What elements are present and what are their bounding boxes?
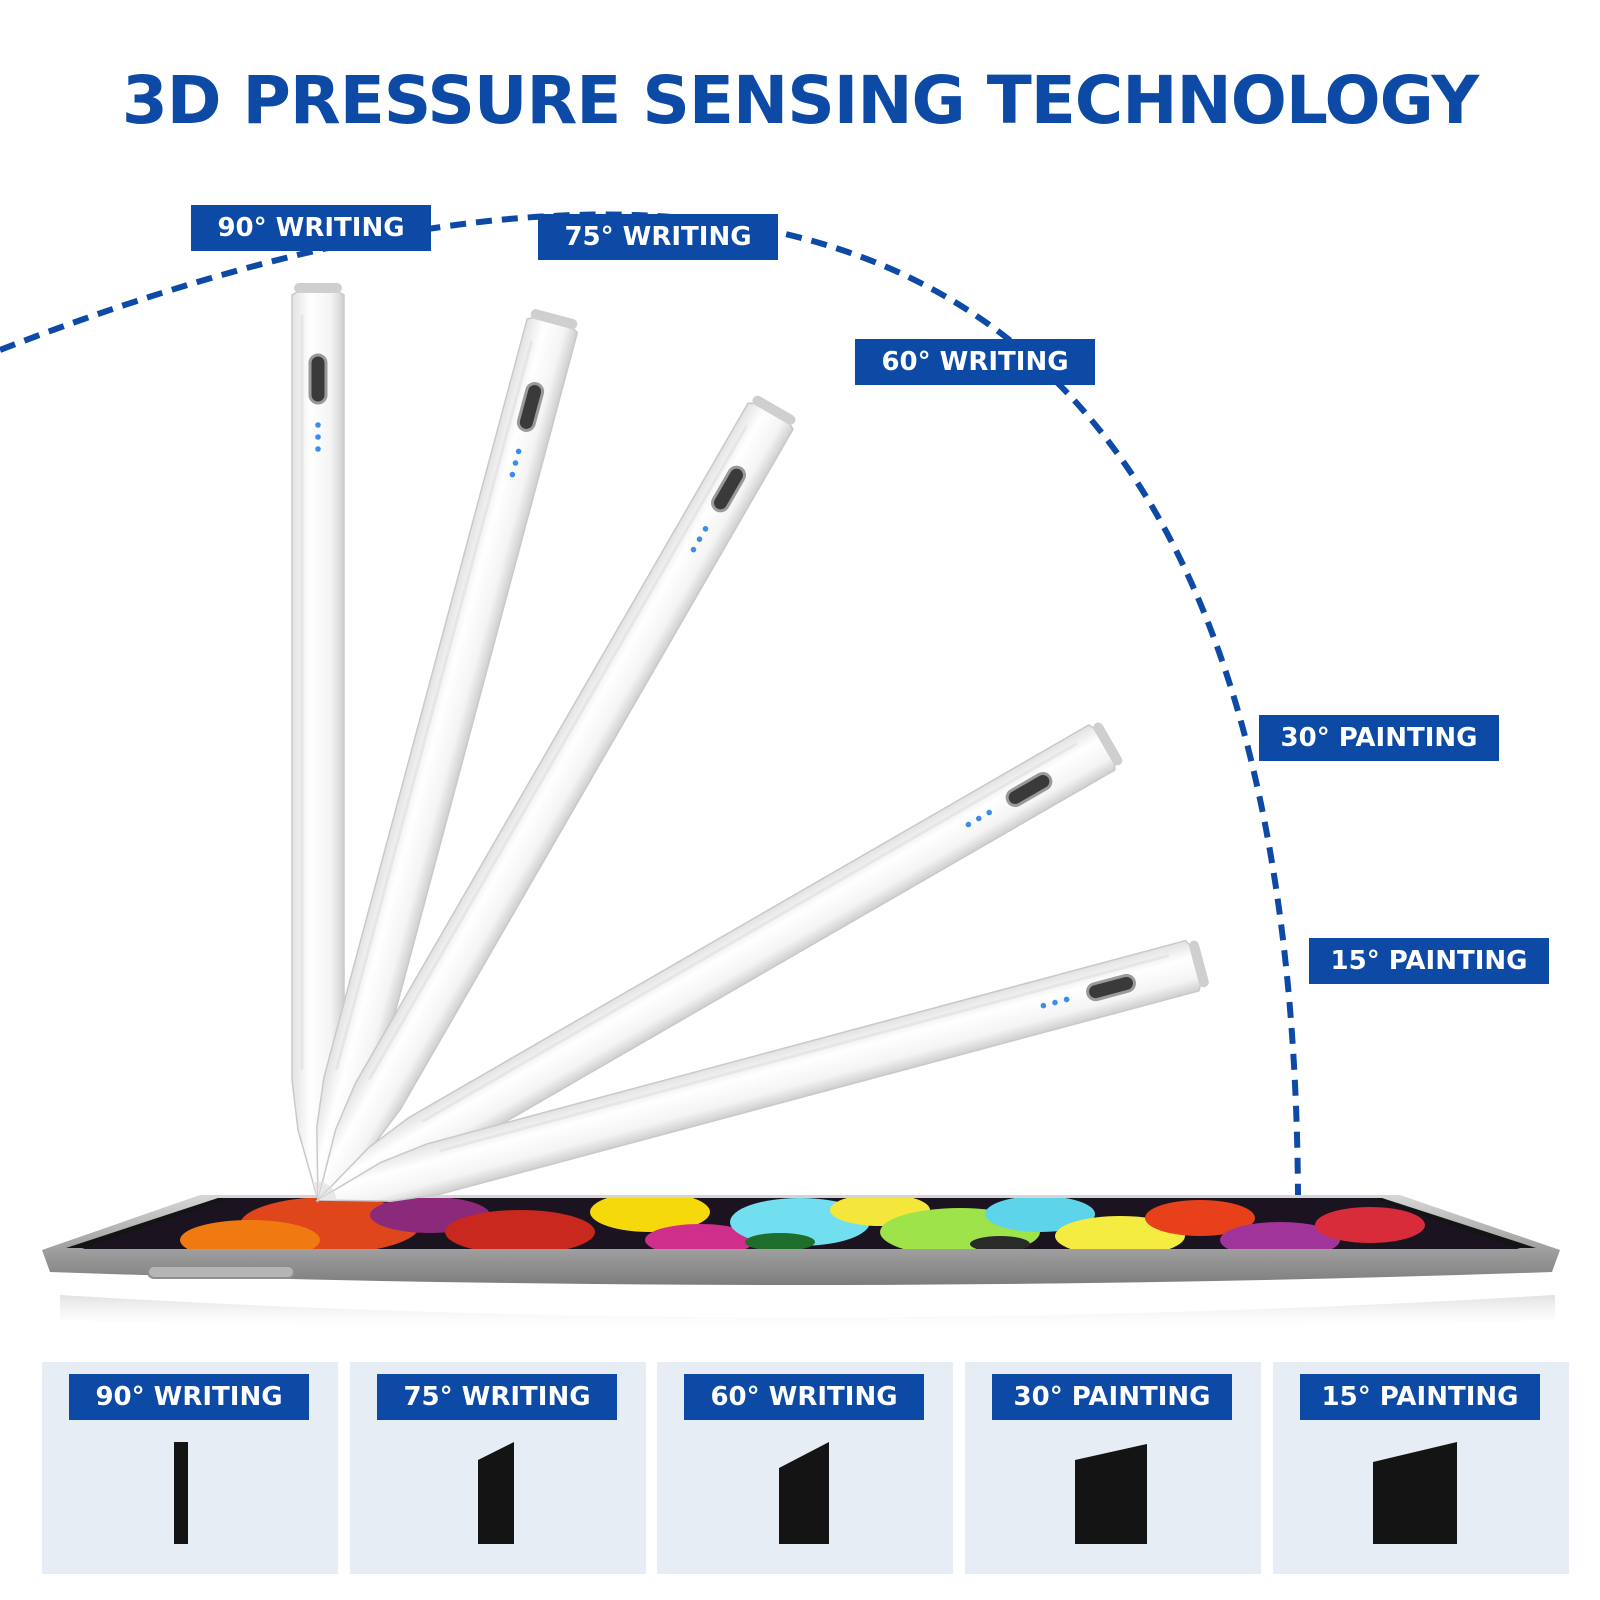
tip-contact-shape xyxy=(478,1442,514,1544)
tip-contact-shape-90 xyxy=(174,1442,188,1544)
stylus-group xyxy=(291,283,1209,1203)
panel-label: 30° PAINTING xyxy=(992,1374,1232,1420)
angle-panel-75: 75° WRITING xyxy=(350,1362,646,1574)
indicator-led-icon xyxy=(1063,996,1070,1003)
tablet-screen-artwork xyxy=(82,1198,1520,1249)
angle-panel-90: 90° WRITING xyxy=(42,1362,338,1574)
tip-contact-shape-15 xyxy=(1373,1442,1457,1544)
indicator-led-icon xyxy=(702,526,709,532)
indicator-led-icon xyxy=(1040,1002,1047,1009)
panel-label: 15° PAINTING xyxy=(1300,1374,1540,1420)
stylus-tip xyxy=(318,1190,337,1201)
panel-label: 90° WRITING xyxy=(69,1374,309,1420)
angle-panel-30: 30° PAINTING xyxy=(965,1362,1261,1574)
stylus-edge-highlight xyxy=(439,954,1170,1153)
usb-c-port-icon xyxy=(1086,973,1136,1002)
stylus-edge-highlight xyxy=(334,340,534,1071)
indicator-led-icon xyxy=(696,536,703,543)
usb-c-port-icon xyxy=(711,465,746,513)
stylus-edge-highlight xyxy=(421,742,1078,1123)
tip-contact-shape-75 xyxy=(478,1442,514,1544)
indicator-led-icon xyxy=(965,821,972,828)
stylus-75 xyxy=(316,309,579,1203)
arc-label-15: 15° PAINTING xyxy=(1309,938,1549,984)
indicator-led-icon xyxy=(315,434,321,440)
indicator-led-icon xyxy=(515,448,522,455)
tablet-volume-button xyxy=(147,1265,295,1279)
usb-c-port-icon xyxy=(516,382,545,432)
stylus-cap xyxy=(530,309,578,329)
indicator-led-icon xyxy=(1052,999,1058,1006)
indicator-led-icon xyxy=(315,446,321,452)
usb-c-port-icon xyxy=(1005,772,1053,807)
indicator-led-icon xyxy=(986,809,992,816)
tip-contact-shape xyxy=(1373,1442,1457,1544)
indicator-led-icon xyxy=(975,815,982,822)
panel-label: 60° WRITING xyxy=(684,1374,924,1420)
indicator-led-icon xyxy=(690,546,697,553)
arc-label-30: 30° PAINTING xyxy=(1259,715,1499,761)
angle-panel-60: 60° WRITING xyxy=(657,1362,953,1574)
stylus-30 xyxy=(315,722,1123,1202)
indicator-led-icon xyxy=(509,471,516,478)
usb-c-port-icon xyxy=(308,353,328,405)
arc-label-75: 75° WRITING xyxy=(538,214,778,260)
angle-arc xyxy=(0,211,1301,1196)
stylus-60 xyxy=(316,395,796,1203)
tip-contact-shape xyxy=(1075,1444,1147,1544)
stylus-cap xyxy=(1093,722,1123,766)
stylus-angle-illustration xyxy=(0,211,1560,1333)
stylus-90 xyxy=(291,283,345,1203)
tip-contact-shape-60 xyxy=(779,1442,829,1544)
stylus-cap xyxy=(752,395,796,425)
stylus-15 xyxy=(315,939,1209,1202)
tip-contact-shape xyxy=(174,1442,188,1544)
indicator-led-icon xyxy=(512,460,519,466)
page-title: 3D PRESSURE SENSING TECHNOLOGY xyxy=(121,62,1479,139)
stylus-cap xyxy=(1189,940,1209,988)
angle-panel-15: 15° PAINTING xyxy=(1273,1362,1569,1574)
arc-label-60: 60° WRITING xyxy=(855,339,1095,385)
stylus-edge-highlight xyxy=(367,424,748,1081)
panel-label: 75° WRITING xyxy=(377,1374,617,1420)
stylus-cap xyxy=(294,283,342,293)
indicator-led-icon xyxy=(315,422,321,428)
tip-contact-shape xyxy=(779,1442,829,1544)
tip-contact-shape-30 xyxy=(1075,1444,1147,1544)
tablet xyxy=(42,1195,1560,1333)
arc-label-90: 90° WRITING xyxy=(191,205,431,251)
